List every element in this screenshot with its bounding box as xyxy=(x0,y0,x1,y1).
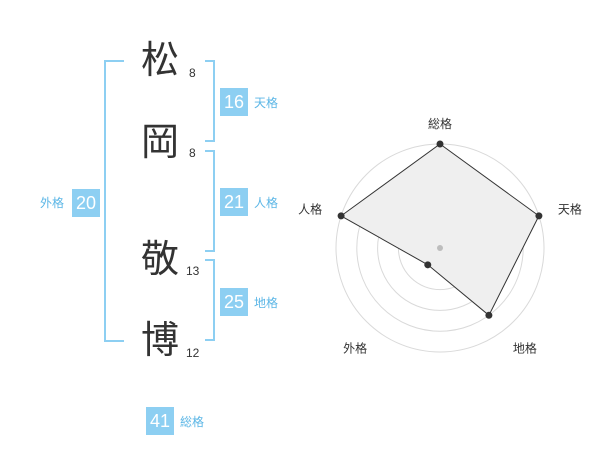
jinkaku-bracket xyxy=(205,150,215,252)
gaikaku-bracket xyxy=(104,60,124,342)
radar-point-4 xyxy=(424,261,432,269)
name-char-1-strokes: 8 xyxy=(189,66,196,80)
radar-point-2 xyxy=(535,212,543,220)
name-char-2: 岡 xyxy=(141,120,180,164)
chikaku-label: 地格 xyxy=(254,296,279,310)
radar-center-dot xyxy=(437,245,443,251)
radar-axis-label-4: 外格 xyxy=(343,340,367,355)
tenkaku-value-box: 16 xyxy=(220,88,248,116)
name-char-4-strokes: 12 xyxy=(186,346,200,360)
jinkaku-value-box: 21 xyxy=(220,188,248,216)
radar-polygon xyxy=(340,143,540,317)
gaikaku-label: 外格 xyxy=(40,196,65,210)
name-char-4: 博 xyxy=(141,318,180,362)
name-char-2-strokes: 8 xyxy=(189,146,196,160)
jinkaku-label: 人格 xyxy=(254,196,279,210)
chikaku-value-box: 25 xyxy=(220,288,248,316)
gaikaku-value-box: 20 xyxy=(72,189,100,217)
name-char-1: 松 xyxy=(141,38,180,82)
soukaku-label: 総格 xyxy=(180,415,205,429)
radar-axis-label-5: 人格 xyxy=(298,202,322,217)
radar-axis-label-3: 地格 xyxy=(513,340,537,355)
radar-axis-label-2: 天格 xyxy=(558,202,582,217)
radar-point-3 xyxy=(485,311,493,319)
radar-point-1 xyxy=(436,140,444,148)
tenkaku-label: 天格 xyxy=(254,96,279,110)
soukaku-value-box: 41 xyxy=(146,407,174,435)
chikaku-bracket xyxy=(205,259,215,341)
radar-axis-label-1: 総格 xyxy=(428,116,452,131)
tenkaku-bracket xyxy=(205,60,215,142)
radar-point-5 xyxy=(337,212,345,220)
radar-points xyxy=(337,140,543,319)
name-char-3: 敬 xyxy=(141,237,180,281)
name-char-3-strokes: 13 xyxy=(186,264,200,278)
